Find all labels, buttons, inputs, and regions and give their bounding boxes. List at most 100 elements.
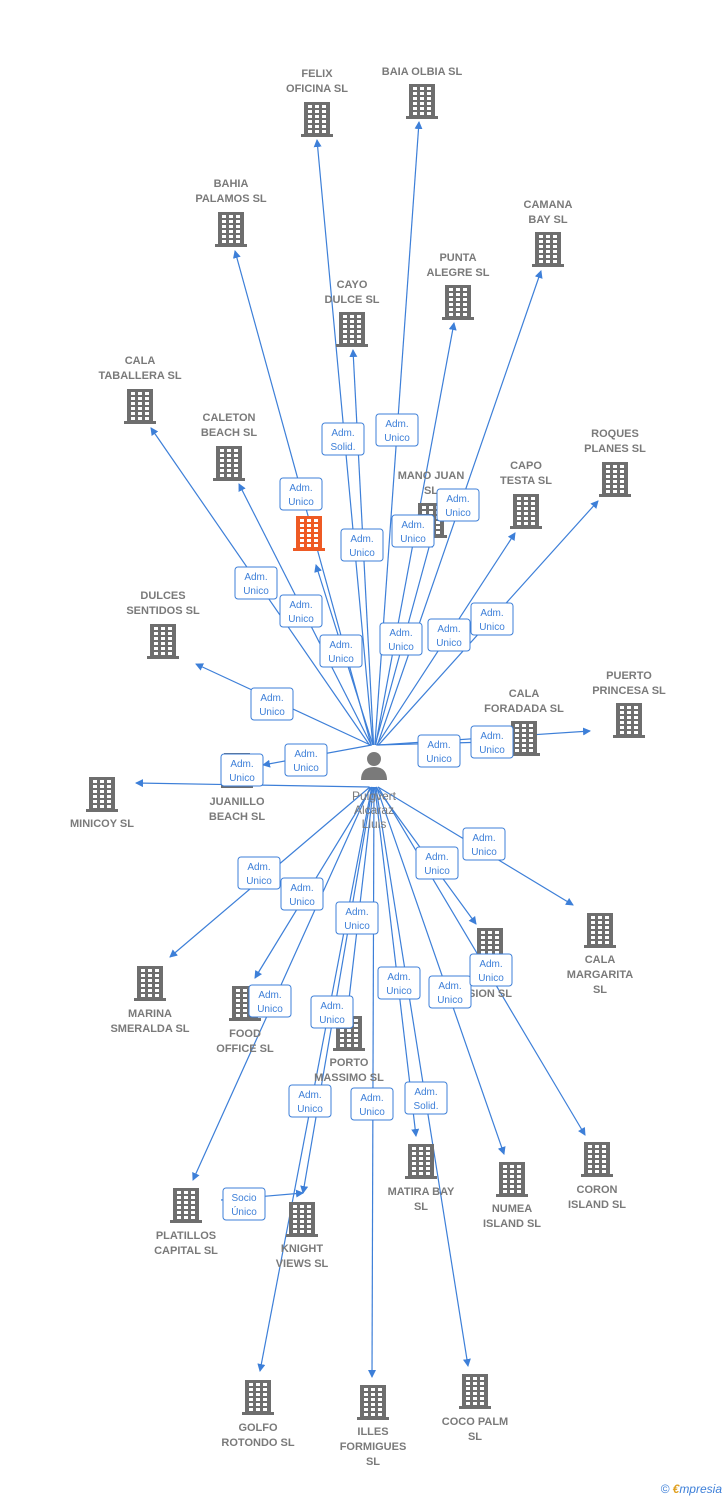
building-window (473, 1377, 477, 1380)
building-window (515, 734, 519, 737)
relation-label-baia[interactable]: Adm.Unico (375, 413, 419, 447)
building-window (131, 417, 135, 420)
building-window (605, 941, 609, 944)
relation-label-platillos[interactable]: Adm.Unico (248, 984, 292, 1018)
relation-label-caleton[interactable]: Adm.Unico (279, 594, 323, 628)
building-window (249, 1388, 253, 1391)
relation-label-cala_mar[interactable]: Adm.Unico (462, 827, 506, 861)
building-window (517, 497, 521, 500)
relation-label-puerto[interactable]: Adm.Unico (470, 725, 514, 759)
building-base (357, 1417, 389, 1420)
company-label-line: ISLAND SL (568, 1199, 626, 1211)
building-window (413, 112, 417, 115)
company-label-line: FORADADA SL (484, 703, 564, 715)
relation-label-box (391, 514, 435, 548)
relation-label-numea[interactable]: Adm.Unico (428, 975, 472, 1009)
building-window (315, 120, 319, 123)
relation-label-sion[interactable]: Adm.Unico (415, 846, 459, 880)
company-node-baia[interactable]: BAIA OLBIA SL (382, 66, 463, 119)
building-window (546, 250, 550, 253)
building-window (93, 800, 97, 803)
relation-label-matira[interactable]: Adm.Solid. (404, 1081, 448, 1115)
building-window (620, 485, 624, 488)
building-base (242, 1412, 274, 1415)
building-window (420, 107, 424, 110)
building-window (308, 130, 312, 133)
relation-label-bahia[interactable]: Adm.Unico (319, 634, 363, 668)
building-window (300, 544, 304, 547)
building-window (595, 1145, 599, 1148)
building-window (307, 1220, 311, 1223)
relation-label-camana[interactable]: Adm.Unico (436, 488, 480, 522)
relation-label-roques[interactable]: Adm.Unico (470, 602, 514, 636)
company-label-line: FOOD (229, 1028, 261, 1040)
relation-label-coco[interactable]: Adm.Unico (377, 966, 421, 1000)
building-window (539, 240, 543, 243)
relation-label-mano[interactable]: Adm.Unico (379, 622, 423, 656)
empresia-watermark[interactable]: ©€mpresia (661, 1482, 722, 1496)
building-window (481, 946, 485, 949)
company-node-minicoy[interactable]: MINICOY SL (70, 777, 134, 830)
company-label-line: CAMANA (524, 199, 573, 211)
building-window (300, 529, 304, 532)
company-label-line: ROQUES (591, 428, 639, 440)
relation-label-highlight[interactable]: Adm.Unico (279, 477, 323, 511)
building-window (436, 531, 440, 534)
relation-label-capo[interactable]: Adm.Unico (427, 618, 471, 652)
building-window (357, 320, 361, 323)
relation-label-cala_for[interactable]: Adm.Unico (417, 734, 461, 768)
relation-label-coron[interactable]: Adm.Unico (469, 953, 513, 987)
building-window (315, 105, 319, 108)
relation-label-cala_tab[interactable]: Adm.Unico (234, 566, 278, 600)
relation-edge-coco (375, 786, 471, 1367)
company-label-line: OFICINA SL (286, 83, 348, 95)
relation-label-knight[interactable]: Adm.Unico (310, 995, 354, 1029)
building-window (495, 951, 499, 954)
relation-label-juanillo[interactable]: Adm.Unico (284, 743, 328, 777)
relation-label-dulces[interactable]: Adm.Unico (250, 687, 294, 721)
relation-label-marina[interactable]: Adm.Unico (237, 856, 281, 890)
relation-label-box (310, 995, 354, 1029)
relation-label-line: Unico (319, 1015, 345, 1026)
relation-label-felix[interactable]: Adm.Unico (340, 528, 384, 562)
building-base (508, 753, 540, 756)
relation-label-porto[interactable]: Adm.Unico (335, 901, 379, 935)
relation-label-line: Adm. (387, 972, 410, 983)
relation-label-food[interactable]: Adm.Unico (280, 877, 324, 911)
relation-label-punta[interactable]: Adm.Unico (391, 514, 435, 548)
relation-label-line: Adm. (258, 990, 281, 1001)
company-label-line: SION SL (468, 988, 512, 1000)
relation-label-cayo[interactable]: Adm.Solid. (321, 422, 365, 456)
building-window (322, 130, 326, 133)
company-label-line: CAPO (510, 460, 542, 472)
relation-label-golfo[interactable]: Adm.Unico (288, 1084, 332, 1118)
building-window (222, 220, 226, 223)
relation-label-minicoy[interactable]: Adm.Unico (220, 753, 264, 787)
relation-label-illes[interactable]: Adm.Unico (350, 1087, 394, 1121)
